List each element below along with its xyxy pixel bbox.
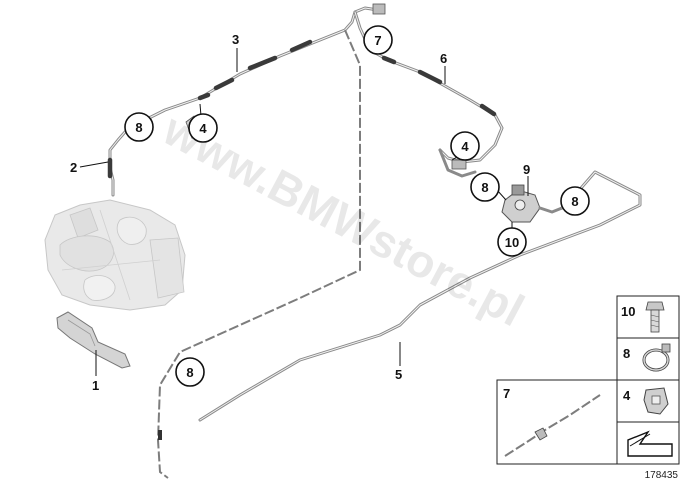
svg-text:8: 8 xyxy=(571,194,578,209)
svg-text:4: 4 xyxy=(199,121,207,136)
callout-5: 5 xyxy=(395,367,402,382)
pipe-right xyxy=(198,170,642,422)
svg-text:7: 7 xyxy=(374,33,381,48)
svg-text:8: 8 xyxy=(186,365,193,380)
legend-label-10: 10 xyxy=(621,304,635,319)
callout-7-circle: 7 xyxy=(363,25,393,55)
svg-text:8: 8 xyxy=(135,120,142,135)
callout-8-circle-b: 8 xyxy=(470,172,500,202)
hose-clamp-icon xyxy=(642,343,671,372)
pressure-converter-valve xyxy=(501,184,564,223)
callout-3: 3 xyxy=(232,32,239,47)
svg-text:4: 4 xyxy=(461,139,469,154)
legend-label-4: 4 xyxy=(623,388,631,403)
legend-panel: 10 8 4 7 xyxy=(496,295,680,465)
callout-6: 6 xyxy=(440,51,447,66)
callout-1: 1 xyxy=(92,378,99,393)
engine-illustration xyxy=(44,199,186,311)
heat-shield-bracket xyxy=(56,311,131,369)
detail-pipe-7 xyxy=(504,394,601,457)
diagram-number: 178435 xyxy=(645,470,679,481)
callout-4-circle-b: 4 xyxy=(450,131,480,161)
callout-8-circle-a: 8 xyxy=(124,112,154,142)
callout-4-circle-a: 4 xyxy=(188,113,218,143)
pipe-3 xyxy=(133,3,386,127)
pipe-2 xyxy=(107,123,137,197)
svg-text:8: 8 xyxy=(481,180,488,195)
bolt-icon xyxy=(645,301,665,333)
arrow-icon xyxy=(627,430,673,457)
callout-8-circle-c: 8 xyxy=(560,186,590,216)
svg-text:10: 10 xyxy=(505,235,519,250)
callout-9: 9 xyxy=(523,162,530,177)
pipe-dashed-vertical xyxy=(156,29,361,479)
callout-10-circle: 10 xyxy=(497,227,527,257)
callout-2: 2 xyxy=(70,160,77,175)
callout-8-circle-d: 8 xyxy=(175,357,205,387)
clip-icon xyxy=(643,387,669,415)
legend-detail-label-7: 7 xyxy=(503,386,510,401)
legend-label-8: 8 xyxy=(623,346,630,361)
